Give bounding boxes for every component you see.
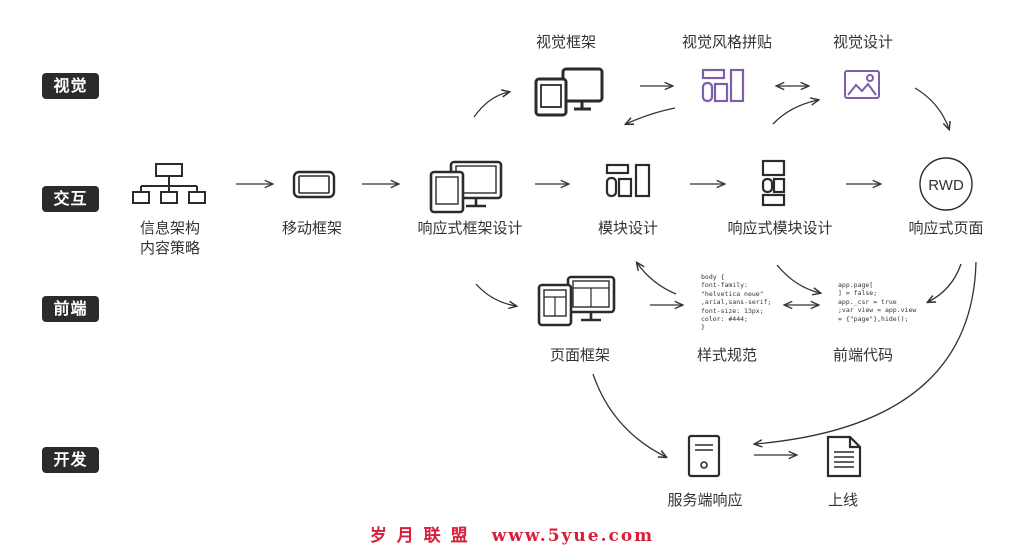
- mobile-frame-icon: [292, 170, 336, 199]
- lane-visual: 视觉: [42, 73, 99, 99]
- label-responsive-module: 响应式模块设计: [727, 219, 833, 237]
- responsive-module-icon: [761, 159, 786, 207]
- label-info-arch: 信息架构: [139, 219, 201, 237]
- arrow-rwd-to-server: [755, 261, 977, 444]
- arrow-rmodule-to-code: [776, 264, 820, 293]
- arrow-tiles-to-module: [626, 107, 676, 124]
- watermark-url[interactable]: www.5yue.com: [491, 526, 655, 546]
- document-icon: [826, 435, 862, 478]
- lane-interaction: 交互: [42, 186, 99, 212]
- label-mobile-framework: 移动框架: [281, 219, 343, 237]
- arrow-style-to-module: [637, 263, 677, 295]
- arrow-responsive-to-vframe: [473, 92, 509, 118]
- rwd-badge-icon: [919, 157, 973, 211]
- watermark: 岁 月 联 盟 www.5yue.com: [0, 521, 1024, 546]
- arrow-rmodule-to-vdesign: [772, 100, 818, 125]
- watermark-brand: 岁 月 联 盟: [369, 526, 470, 546]
- label-module-design: 模块设计: [597, 219, 659, 237]
- server-icon: [687, 434, 721, 478]
- arrow-rwd-to-code: [928, 263, 962, 302]
- label-visual-framework: 视觉框架: [535, 33, 597, 51]
- lane-frontend: 前端: [42, 296, 99, 322]
- arrow-pageframe-to-server: [592, 373, 666, 457]
- visual-framework-icon: [534, 67, 604, 117]
- style-tiles-icon: [701, 68, 745, 103]
- arrow-responsive-to-pageframe: [475, 283, 516, 306]
- label-launch: 上线: [827, 491, 859, 509]
- visual-design-icon: [844, 70, 880, 99]
- label-page-framework: 页面框架: [549, 346, 611, 364]
- style-guide-code: body { font-family: "helvetica neue" ,ar…: [701, 273, 772, 332]
- frontend-code-snippet: app.page[ ] = false; app._csr = true ;va…: [838, 281, 917, 323]
- lane-dev: 开发: [42, 447, 99, 473]
- sitemap-icon: [132, 163, 206, 204]
- module-design-icon: [605, 163, 651, 198]
- responsive-framework-icon: [429, 160, 503, 214]
- arrow-vdesign-to-rwd: [914, 87, 949, 129]
- page-framework-icon: [537, 275, 616, 327]
- label-responsive-page: 响应式页面: [908, 219, 984, 237]
- label-server-response: 服务端响应: [667, 491, 743, 509]
- label-style-guide: 样式规范: [696, 346, 758, 364]
- label-content-strategy: 内容策略: [139, 239, 201, 257]
- label-visual-design: 视觉设计: [832, 33, 894, 51]
- label-frontend-code: 前端代码: [832, 346, 894, 364]
- label-responsive-framework: 响应式框架设计: [417, 219, 523, 237]
- rwd-badge-text: RWD: [928, 177, 964, 194]
- label-style-tiles: 视觉风格拼贴: [681, 33, 773, 51]
